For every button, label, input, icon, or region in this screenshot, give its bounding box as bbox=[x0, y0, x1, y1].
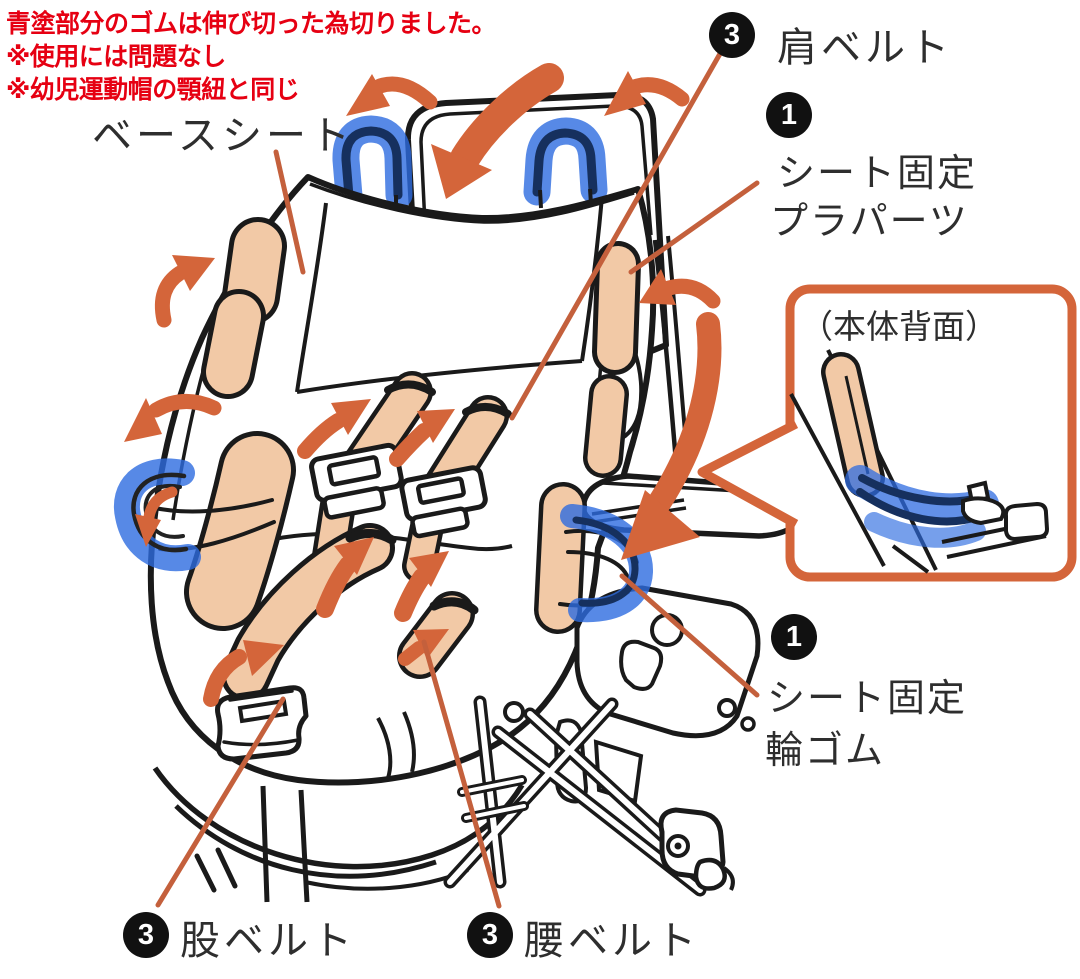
crotch-belt-label: 股ベルト bbox=[180, 919, 356, 963]
seat-fix-rubber-label-line1: シート固定 bbox=[767, 678, 968, 720]
seat-fixing-parts bbox=[148, 217, 641, 634]
seat-fix-plastic-label-line1: シート固定 bbox=[777, 153, 978, 195]
shoulder-belt-label: 肩ベルト bbox=[777, 26, 953, 70]
crotch-buckle bbox=[215, 685, 309, 762]
seat-fix-rubber-label-line2: 輪ゴム bbox=[765, 730, 886, 772]
seat-fix-plastic-badge: 1 bbox=[766, 92, 812, 138]
warning-note-line1: 青塗部分のゴムは伸び切った為切りました。 bbox=[6, 10, 497, 38]
leader-lines bbox=[155, 49, 760, 909]
caster-wheel bbox=[658, 807, 735, 891]
warning-note-line3: ※幼児運動帽の顎紐と同じ bbox=[6, 76, 300, 104]
waist-belt-label: 腰ベルト bbox=[524, 919, 700, 963]
waist-belt-badge: 3 bbox=[467, 912, 513, 958]
chair-frame bbox=[443, 473, 803, 897]
callout-box bbox=[697, 284, 1077, 582]
seat-fix-rubber-highlights bbox=[113, 458, 653, 623]
harness-buckle-right bbox=[399, 465, 488, 539]
base-seat-label: ベースシート bbox=[92, 114, 354, 158]
direction-arrows bbox=[124, 63, 722, 707]
crotch-belt-badge: 3 bbox=[123, 912, 169, 958]
shoulder-belt-badge: 3 bbox=[709, 12, 755, 58]
warning-note-line2: ※使用には問題なし bbox=[6, 43, 226, 71]
callout-title: （本体背面） bbox=[800, 308, 998, 345]
callout-illustration bbox=[789, 349, 1050, 574]
warning-note: 青塗部分のゴムは伸び切った為切りました。 ※使用には問題なし ※幼児運動帽の顎紐… bbox=[6, 8, 497, 107]
seat-fix-plastic-label-line2: プラパーツ bbox=[770, 201, 969, 243]
seat-fix-rubber-badge: 1 bbox=[771, 614, 817, 660]
